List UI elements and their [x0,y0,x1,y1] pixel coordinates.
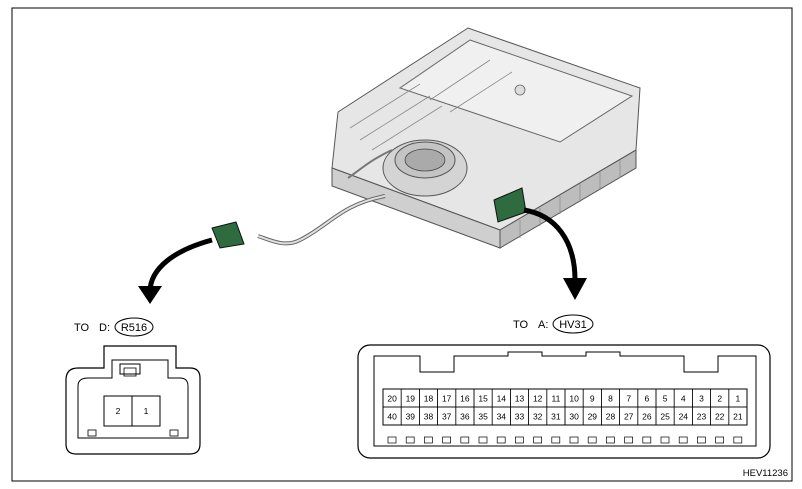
hv31-pin-19: 19 [406,394,416,404]
r516-connector-face [65,345,201,455]
left-code-oval [114,317,154,337]
hv31-pin-11: 11 [551,394,560,404]
hv31-pin-9: 9 [590,394,595,404]
right-to-text: A: [538,319,548,331]
hv31-pin-2: 2 [717,394,722,404]
hv31-pin-31: 31 [551,412,561,422]
left-pin-2: 2 [116,406,121,416]
hv31-pin-26: 26 [642,412,652,422]
left-to-text: D: [99,322,110,334]
hv31-pin-18: 18 [424,394,434,404]
hv31-terminal-slot [642,436,652,444]
right-code-oval [552,314,594,334]
hv31-pin-16: 16 [460,394,470,404]
arrow-to-r516 [147,237,213,293]
hv31-pin-6: 6 [645,394,650,404]
hv31-terminal-slot [424,436,433,444]
arrow-to-hv31 [523,207,578,281]
right-connector-code: HV31 [559,319,587,331]
hv31-pin-12: 12 [533,394,543,404]
hv31-terminal-slot [515,436,524,444]
hv31-terminal-slot [587,436,597,444]
hv31-terminal-slot [496,436,506,444]
hv31-pin-24: 24 [679,412,689,422]
arrow-head-right [563,278,587,300]
hv31-pin-7: 7 [626,394,631,404]
hv31-terminal-slot [733,436,743,444]
hv31-pin-39: 39 [406,412,416,422]
hv31-terminal-slot [624,436,633,444]
arrow-head-left [138,286,162,304]
hv31-terminal-slot [478,436,488,444]
hv31-terminal-slot [569,436,579,444]
hv31-pin-13: 13 [515,394,525,404]
left-connector-code: R516 [121,322,147,334]
hv31-pin-23: 23 [697,412,707,422]
hv31-pin-38: 38 [424,412,434,422]
hv31-pin-1: 1 [736,394,741,404]
hv31-terminal-slot [460,436,470,444]
hv31-pin-28: 28 [606,412,616,422]
hv31-pin-37: 37 [442,412,452,422]
hv31-terminal-slot [697,436,706,444]
hv31-terminal-slot [551,436,561,444]
hv31-pin-4: 4 [681,394,686,404]
hv31-pin-10: 10 [569,394,579,404]
hv31-pin-29: 29 [588,412,598,422]
hv31-pin-3: 3 [699,394,704,404]
hv31-pin-40: 40 [387,412,397,422]
inverter-unit-illustration [211,27,641,249]
hv31-pin-30: 30 [569,412,579,422]
hv31-pin-8: 8 [608,394,613,404]
hv31-pin-15: 15 [478,394,488,404]
hv31-pin-36: 36 [460,412,470,422]
left-pin-1: 1 [144,406,149,416]
figure-id: HEV11236 [743,468,788,479]
hv31-pin-33: 33 [515,412,525,422]
hv31-pin-22: 22 [715,412,725,422]
hv31-pin-21: 21 [733,412,743,422]
hv31-pin-35: 35 [478,412,488,422]
r516-connector-location [211,221,245,249]
hv31-terminal-slot [678,436,688,444]
hv31-terminal-slot [442,436,451,444]
hv31-pin-20: 20 [387,394,397,404]
hv31-pin-25: 25 [660,412,670,422]
hv31-pin-32: 32 [533,412,543,422]
hv31-pin-5: 5 [663,394,668,404]
hv31-terminal-slot [405,436,415,444]
figure-frame [11,7,793,482]
hv31-terminal-slot [660,436,670,444]
hv31-terminal-slot [533,436,542,444]
hv31-terminal-slot [387,436,397,444]
hv31-pin-14: 14 [497,394,507,404]
hv31-pin-27: 27 [624,412,634,422]
left-to-prefix: TO [74,322,90,334]
hv31-terminal-slot [715,436,724,444]
hv31-pin-cell [728,406,748,426]
hv31-terminal-slot [606,436,615,444]
hv31-pin-17: 17 [442,394,452,404]
hv31-pin-34: 34 [497,412,507,422]
right-to-prefix: TO [513,319,529,331]
